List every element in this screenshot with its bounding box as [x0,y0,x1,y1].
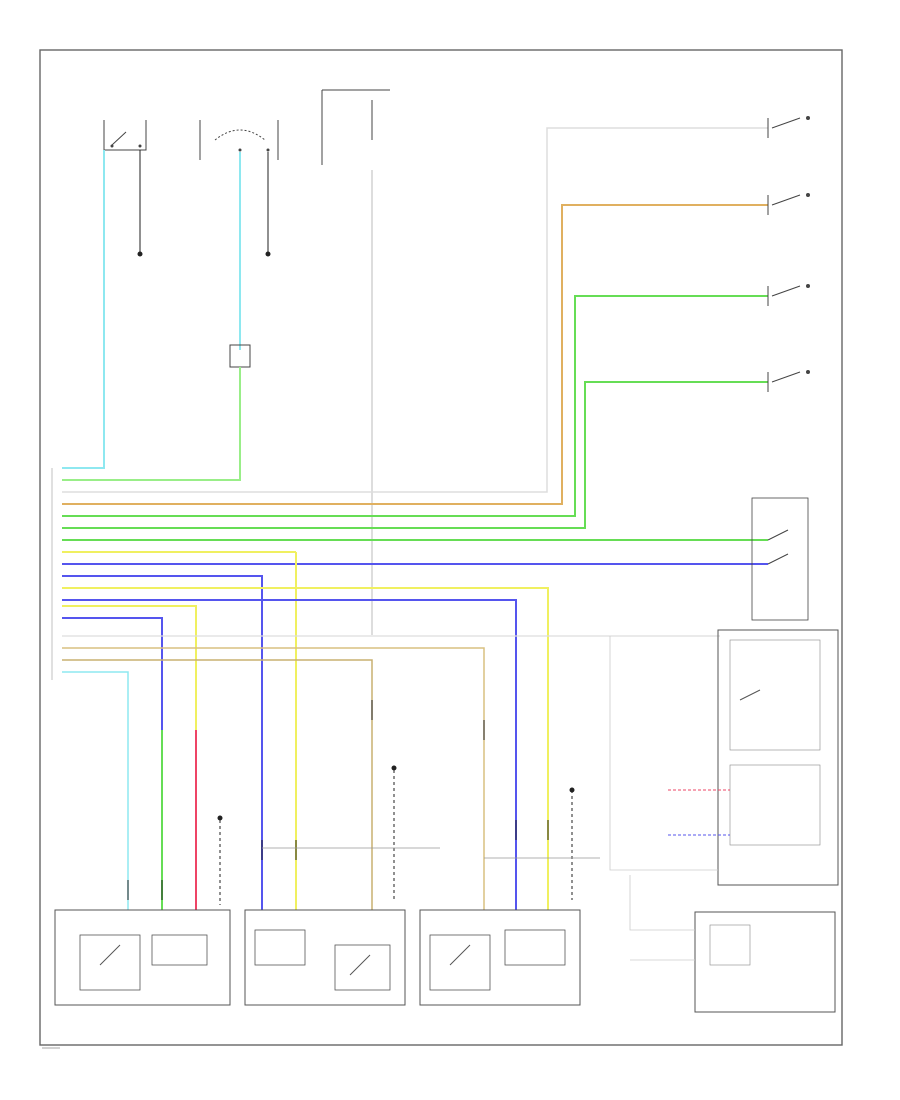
wire-tan-center [62,659,373,910]
diagram-frame [39,49,843,1046]
wire-gray-door-unit-2 [629,875,695,931]
wire-green-front-pass [62,295,768,517]
top-left-switch [103,120,147,151]
left-rear-door-lock [244,909,406,1006]
wire-green-driver [62,381,768,529]
left-rear-door-switch [767,193,810,215]
ground-2 [265,251,271,257]
power-feed [321,89,390,165]
top-center-switch [199,120,279,160]
ground-3 [217,815,223,821]
ground-5 [569,787,575,793]
wire-yellow-front-pass [62,605,197,730]
ground-1 [137,251,143,257]
door-control-unit-lower [694,911,836,1013]
wire-blue-left-rear [62,575,263,910]
driver-door-switch [767,370,810,392]
door-control-unit [717,629,839,886]
connector-marks [127,700,573,905]
front-passenger-door-lock [54,909,231,1006]
wire-light-blue-1 [62,150,105,469]
wire-blue-right-rear [62,599,517,910]
wire-yellow-right-rear [62,587,549,910]
wire-gray-door-unit [609,636,718,871]
trunk-switch [751,497,809,621]
wire-orange-left-rear [62,204,768,505]
wire-blue-front-pass [62,617,163,730]
wire-gray-right-rear [62,127,768,493]
wire-tan-left-rear [62,647,485,910]
wire-green-1 [62,367,241,481]
right-rear-door-lock [419,909,581,1006]
ground-4 [391,765,397,771]
front-passenger-door-switch [767,284,810,306]
right-rear-door-switch [767,116,810,138]
wire-light-blue-front-pass [62,671,129,910]
